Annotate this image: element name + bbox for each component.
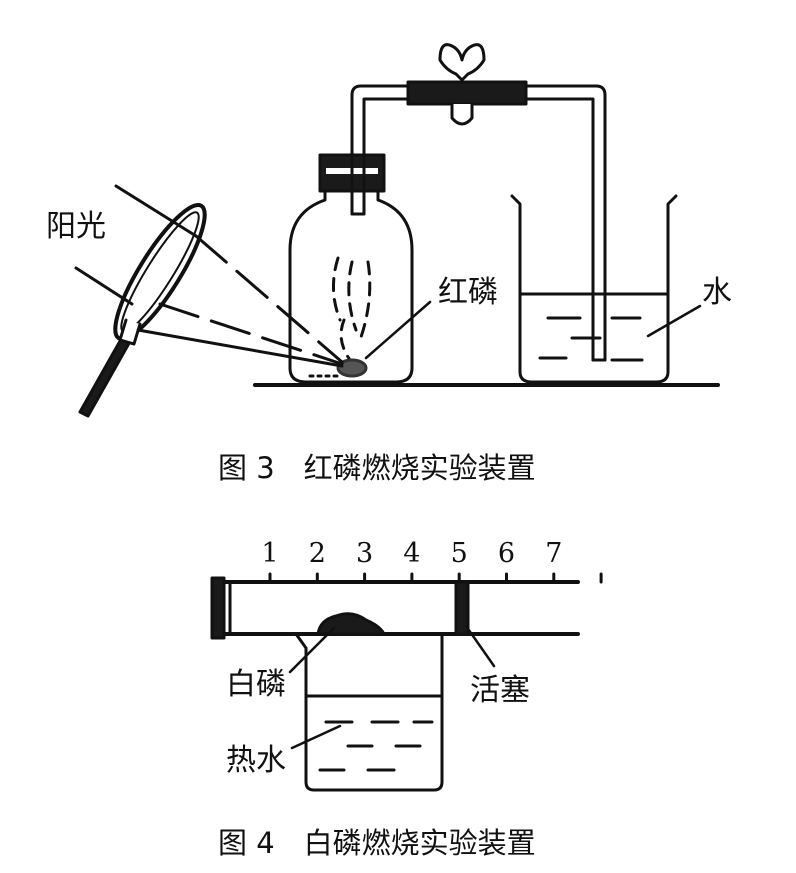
scale-tick-label: 7 xyxy=(545,538,562,569)
red-phosphorus-sample xyxy=(336,358,368,378)
glass-tube-inner xyxy=(362,97,595,362)
label-hot-water: 热水 xyxy=(226,743,286,778)
spring-clamp xyxy=(438,43,486,82)
leader-red-phosphorus xyxy=(364,300,432,360)
scale-tick-label: 1 xyxy=(261,538,278,569)
smoke-trail-4 xyxy=(339,318,352,362)
label-piston: 活塞 xyxy=(470,673,530,708)
label-white-phosphorus: 白磷 xyxy=(226,667,286,702)
leader-hot-water xyxy=(290,724,342,750)
scale-tick-marks xyxy=(268,572,603,584)
magnifying-glass xyxy=(113,203,207,341)
label-red-phosphorus: 红磷 xyxy=(438,275,498,310)
gas-bottle xyxy=(288,188,414,384)
piston xyxy=(454,580,470,636)
figure-3-red-phosphorus-apparatus xyxy=(74,43,720,418)
smoke-trail-2 xyxy=(347,260,358,332)
scale-tick-label: 3 xyxy=(356,538,373,569)
magnifier-neck xyxy=(118,318,142,346)
scale-tick-label: 5 xyxy=(451,538,468,569)
hot-water-beaker xyxy=(294,632,444,792)
sun-ray-top xyxy=(114,184,198,238)
beaker xyxy=(510,194,678,384)
focus-ray-3 xyxy=(136,328,344,368)
focus-ray-1 xyxy=(194,234,344,364)
label-water: 水 xyxy=(702,275,732,310)
figure-4-white-phosphorus-apparatus xyxy=(210,572,603,792)
focus-ray-2 xyxy=(158,302,344,366)
leader-white-phosphorus xyxy=(288,626,336,674)
label-sunlight: 阳光 xyxy=(46,209,106,244)
tube-end-stopper xyxy=(210,576,226,640)
caption-figure-3: 图 3 红磷燃烧实验装置 xyxy=(218,451,536,485)
clamp-lower xyxy=(450,102,474,126)
scale-tick-label: 4 xyxy=(403,538,420,569)
smoke-trail-3 xyxy=(358,260,372,342)
magnifier-handle xyxy=(78,332,134,418)
caption-figure-4: 图 4 白磷燃烧实验装置 xyxy=(218,826,536,860)
rubber-connector xyxy=(406,80,528,106)
leader-piston xyxy=(464,624,496,668)
white-phosphorus-sample xyxy=(316,612,386,636)
smoke-trail-1 xyxy=(331,256,342,322)
scale-tick-label: 2 xyxy=(309,538,326,569)
scale-tick-label: 6 xyxy=(498,538,515,569)
leader-water xyxy=(646,304,702,338)
sun-ray-bottom xyxy=(74,266,134,306)
